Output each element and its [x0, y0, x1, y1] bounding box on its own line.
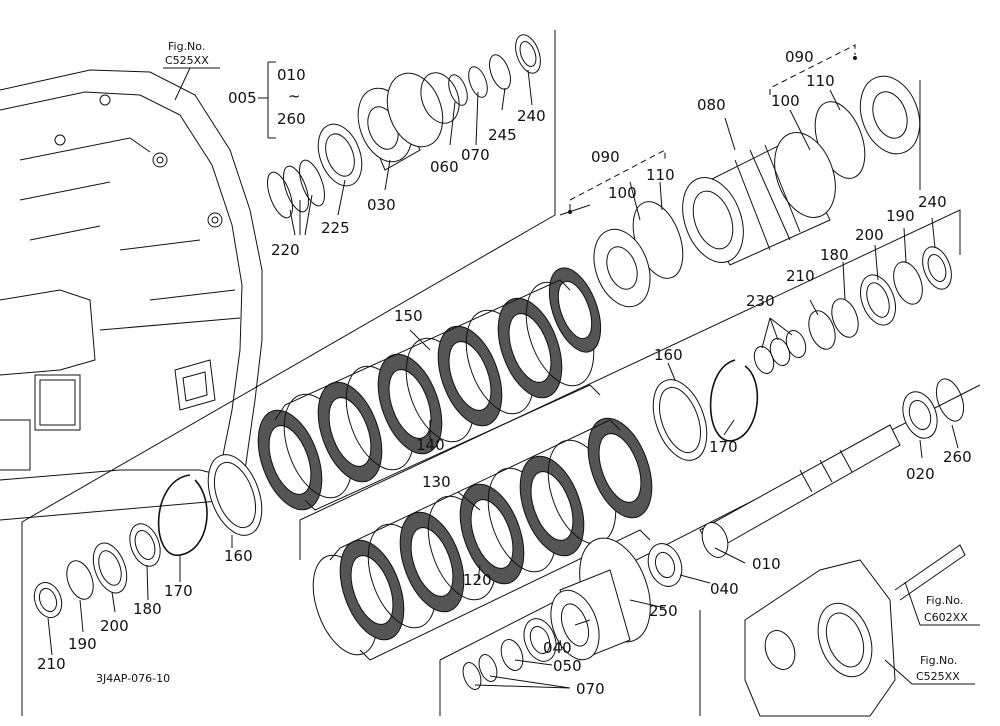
label-060: 060 [430, 158, 459, 176]
main-shaft [699, 378, 965, 558]
assembly-range-end: 260 [277, 110, 306, 128]
label-040-left: 040 [543, 639, 572, 657]
label-100-right: 100 [771, 92, 800, 110]
label-160-right: 160 [654, 346, 683, 364]
left-lower-parts [33, 454, 263, 618]
label-110-left: 110 [646, 166, 675, 184]
label-180-left: 180 [133, 600, 162, 618]
transmission-housing [0, 69, 263, 521]
label-240-top: 240 [517, 107, 546, 125]
label-240-right: 240 [918, 193, 947, 211]
fig-ref-code: C525XX [916, 670, 960, 683]
label-130: 130 [422, 473, 451, 491]
drawing-code: 3J4AP-076-10 [96, 672, 170, 685]
lower-gear-group [462, 537, 683, 690]
upper-clutch-pack [257, 267, 602, 511]
assembly-callout: 005 010 ~ 260 [228, 61, 306, 139]
fig-ref-bottom-right: Fig.No. C525XX [884, 654, 975, 685]
fig-ref-right: Fig.No. C602XX [904, 581, 980, 626]
label-225: 225 [321, 219, 350, 237]
part-labels: 220 225 030 060 070 245 240 090 110 100 … [37, 48, 972, 698]
assembly-range-sep: ~ [288, 87, 301, 105]
label-020: 020 [906, 465, 935, 483]
top-shaft-group [267, 34, 541, 219]
label-160-left: 160 [224, 547, 253, 565]
assembly-range-start: 010 [277, 66, 306, 84]
label-220: 220 [271, 241, 300, 259]
label-120: 120 [463, 571, 492, 589]
fig-ref-code: C525XX [165, 54, 209, 67]
leader-lines [47, 69, 959, 689]
label-250: 250 [649, 602, 678, 620]
right-small-parts [753, 246, 952, 375]
label-070-top: 070 [461, 146, 490, 164]
assembly-main-label: 005 [228, 89, 257, 107]
label-070-bottom: 070 [576, 680, 605, 698]
bottom-right-housing [744, 544, 966, 717]
label-090-left: 090 [591, 148, 620, 166]
lower-clutch-pack [312, 359, 759, 661]
label-260: 260 [943, 448, 972, 466]
label-245: 245 [488, 126, 517, 144]
label-190-left: 190 [68, 635, 97, 653]
label-230: 230 [746, 292, 775, 310]
label-190-right: 190 [886, 207, 915, 225]
label-180-right: 180 [820, 246, 849, 264]
label-050: 050 [553, 657, 582, 675]
label-200-right: 200 [855, 226, 884, 244]
fig-ref-top-left: Fig.No. C525XX [163, 40, 220, 101]
fig-ref-label: Fig.No. [926, 594, 963, 607]
label-010: 010 [752, 555, 781, 573]
fig-ref-code: C602XX [924, 611, 968, 624]
label-040-right: 040 [710, 580, 739, 598]
fig-ref-label: Fig.No. [168, 40, 205, 53]
label-210-right: 210 [786, 267, 815, 285]
label-140: 140 [416, 436, 445, 454]
label-200-left: 200 [100, 617, 129, 635]
label-170-right: 170 [709, 438, 738, 456]
clutch-drum-assembly [568, 44, 921, 308]
label-170-left: 170 [164, 582, 193, 600]
label-090-right: 090 [785, 48, 814, 66]
label-210-left: 210 [37, 655, 66, 673]
label-110-right: 110 [806, 72, 835, 90]
fig-ref-label: Fig.No. [920, 654, 957, 667]
label-150: 150 [394, 307, 423, 325]
label-030: 030 [367, 196, 396, 214]
label-100-left: 100 [608, 184, 637, 202]
label-080: 080 [697, 96, 726, 114]
